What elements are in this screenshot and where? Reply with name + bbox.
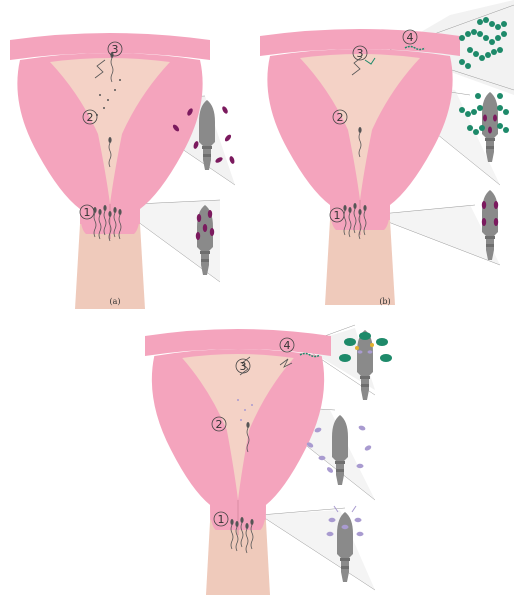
svg-text:2: 2 — [87, 111, 94, 124]
svg-text:3: 3 — [112, 43, 119, 56]
svg-text:1: 1 — [84, 206, 91, 219]
panel-b: 4 3 2 1 — [260, 0, 514, 306]
svg-text:4: 4 — [407, 31, 414, 44]
svg-text:3: 3 — [240, 360, 247, 373]
svg-text:4: 4 — [284, 339, 291, 352]
svg-text:2: 2 — [337, 111, 344, 124]
svg-text:1: 1 — [218, 513, 225, 526]
svg-text:2: 2 — [216, 418, 223, 431]
panel-c: 4 3 2 1 — [145, 325, 392, 595]
uterus-diagram-c — [145, 329, 331, 595]
uterus-diagram-b — [260, 29, 460, 305]
svg-text:1: 1 — [334, 209, 341, 222]
uterus-diagram-a — [10, 33, 210, 309]
panel-a: 3 2 1 (a) — [10, 33, 235, 309]
svg-text:3: 3 — [357, 47, 364, 60]
caption-b: (b) — [379, 297, 390, 306]
caption-a: (a) — [109, 297, 120, 306]
